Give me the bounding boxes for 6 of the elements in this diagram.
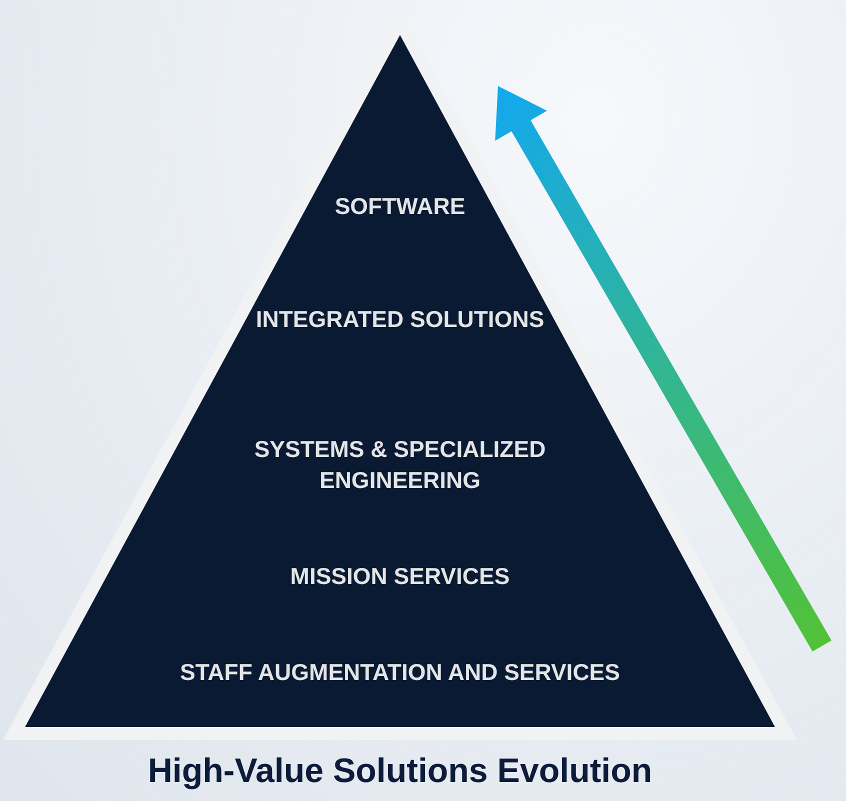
tier-label: SOFTWARE [334,192,466,221]
diagram-title: High-Value Solutions Evolution [146,752,654,791]
tier-label: STAFF AUGMENTATION AND SERVICES [179,658,621,687]
tier-label: SYSTEMS & SPECIALIZED ENGINEERING [253,435,547,495]
tier-label: INTEGRATED SOLUTIONS [254,305,546,334]
tier-label: MISSION SERVICES [289,562,511,591]
